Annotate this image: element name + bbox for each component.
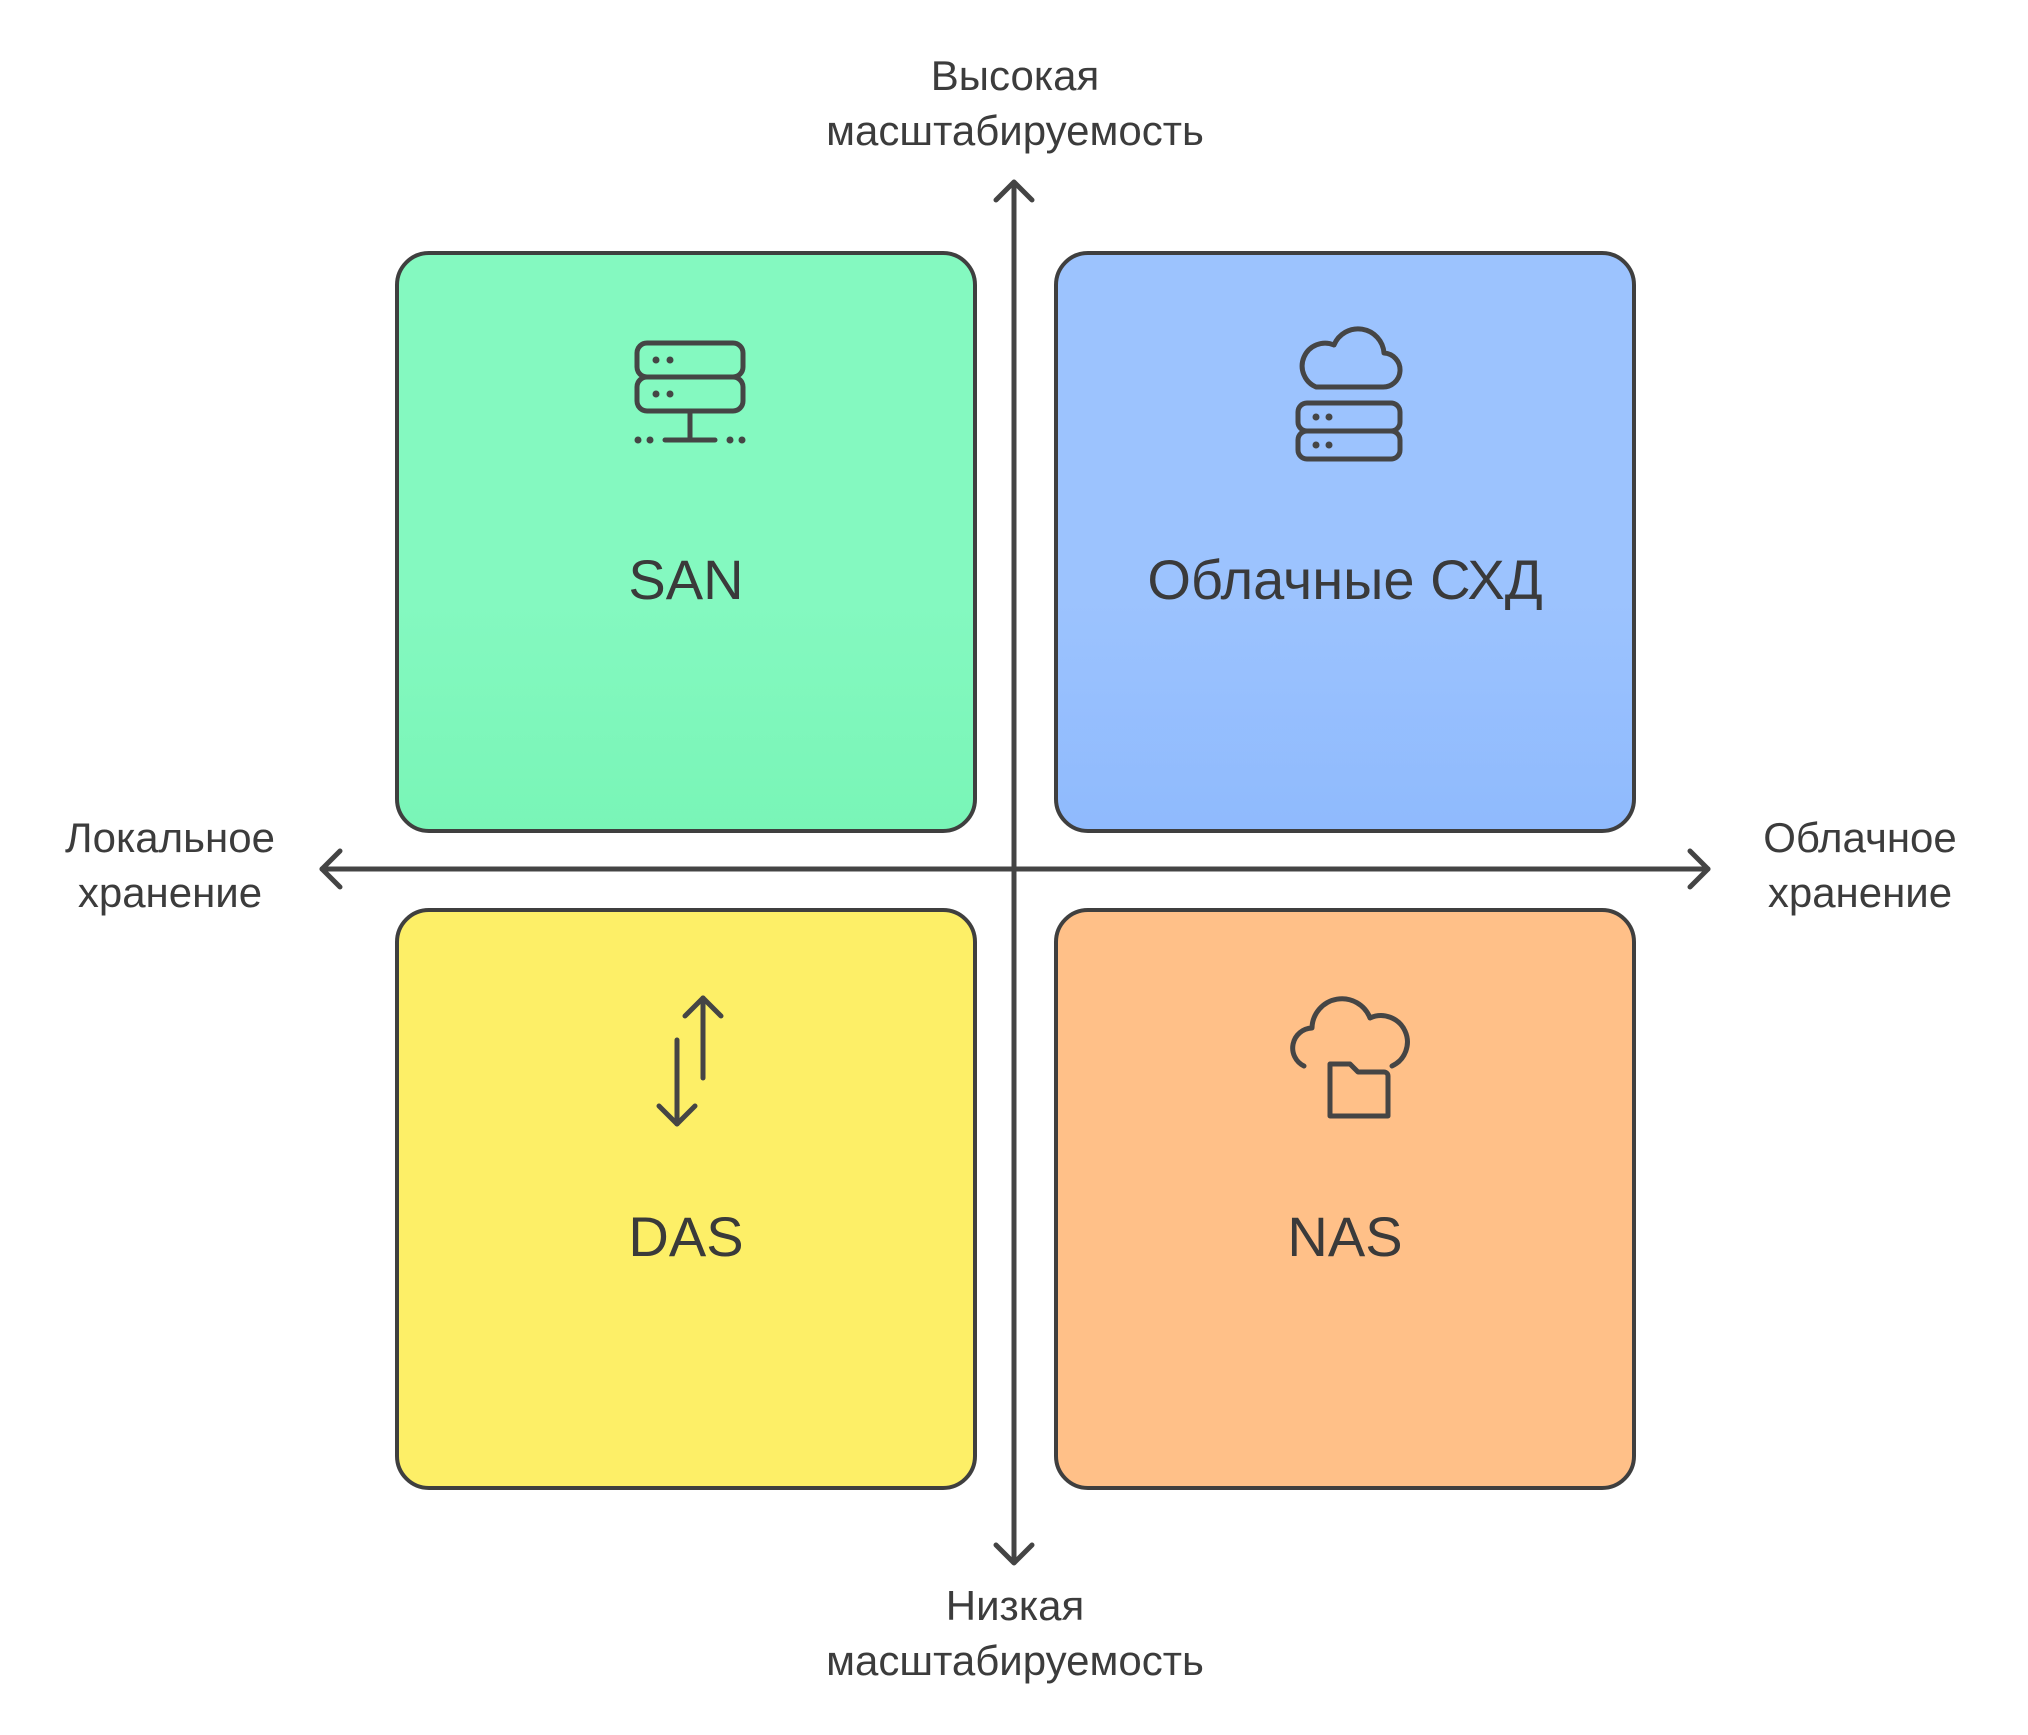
quadrant-label-cloud-storage: Облачные СХД [1147, 548, 1543, 611]
axis-label-right: Облачное хранение [1763, 814, 1957, 916]
quadrant-label-das: DAS [628, 1205, 744, 1268]
quadrant-label-nas: NAS [1287, 1205, 1403, 1268]
cloud-folder-icon [1274, 982, 1424, 1132]
axis-label-top: Высокая масштабируемость [826, 52, 1204, 154]
quadrant-nas: NAS [1054, 908, 1636, 1490]
transfer-arrows-icon [615, 982, 765, 1132]
quadrant-das: DAS [395, 908, 977, 1490]
arrow-up [993, 179, 1035, 203]
arrow-left [319, 848, 343, 890]
cloud-server-icon [1274, 325, 1424, 475]
axis-label-bottom: Низкая масштабируемость [826, 1582, 1204, 1684]
quadrant-cloud-storage: Облачные СХД [1054, 251, 1636, 833]
arrow-down [993, 1542, 1035, 1566]
quadrant-san: SAN [395, 251, 977, 833]
quadrant-label-san: SAN [628, 548, 744, 611]
arrow-right [1687, 848, 1711, 890]
server-network-icon [615, 325, 765, 475]
axis-label-left: Локальное хранение [65, 814, 275, 916]
